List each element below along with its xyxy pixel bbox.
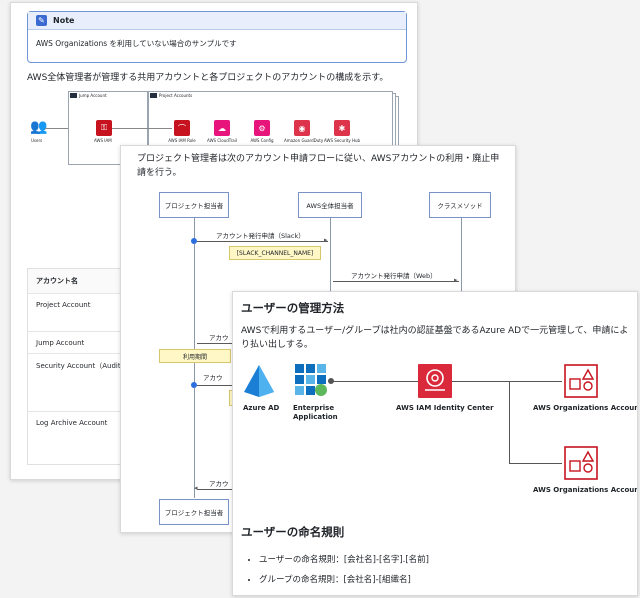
document-panel-users: ユーザーの管理方法 AWSで利用するユーザー/グループは社内の認証基盤であるAz…: [232, 291, 638, 596]
message-arrow: [197, 489, 237, 490]
actor-classmethod: クラスメソッド: [429, 192, 491, 218]
actor-project: プロジェクト担当者: [159, 192, 229, 218]
activation-dot: [191, 382, 197, 388]
activation-dot: [191, 238, 197, 244]
message-arrow: [197, 241, 328, 242]
list-item: ユーザーの命名規則：[会社名]-[名字].[名前]: [259, 550, 429, 570]
organizations-account-icon: [564, 364, 598, 398]
service-label: AWS IAM Role: [168, 138, 196, 143]
azure-ad-icon: [244, 365, 274, 397]
lifeline-classmethod: [461, 218, 462, 298]
table-row: Log Archive Account: [36, 419, 108, 427]
iam-icon: ⚿: [96, 120, 112, 136]
connector-line: [509, 463, 562, 464]
iam-identity-center-label: AWS IAM Identity Center: [396, 404, 494, 412]
aws-account-icon: [150, 93, 157, 98]
section-heading: ユーザーの管理方法: [241, 301, 345, 315]
project-accounts-label: Project Accounts: [159, 93, 193, 98]
service-label: AWS CloudTrail: [207, 138, 237, 143]
actor-project-bottom: プロジェクト担当者: [159, 499, 229, 525]
flow-intro: プロジェクト管理者は次のアカウント申請フローに従い、AWSアカウントの利用・廃止…: [137, 154, 500, 178]
cloudtrail-icon: ☁: [214, 120, 230, 136]
pencil-icon: ✎: [36, 15, 47, 26]
actor-aws-admin: AWS全体担当者: [298, 192, 362, 218]
section-heading: ユーザーの命名規則: [241, 525, 345, 539]
role-icon: ⌒: [174, 120, 190, 136]
arrow-head-icon: ▸: [324, 236, 328, 244]
azure-ad-label: Azure AD: [243, 404, 280, 412]
jump-account-label: Jump Account: [79, 93, 107, 98]
note-title: Note: [53, 16, 75, 25]
lifeline-aws-admin: [330, 218, 331, 298]
organizations-account-icon: [564, 446, 598, 480]
connector-dot: [328, 378, 334, 384]
connector-line: [452, 381, 562, 382]
connector-line: [509, 381, 510, 463]
iam-label: AWS IAM: [94, 138, 112, 143]
message-arrow: [197, 343, 237, 344]
iam-identity-center-icon: [418, 364, 452, 398]
service-label: Amazon GuardDuty: [284, 138, 324, 143]
note-header: ✎ Note: [28, 12, 406, 30]
config-icon: ⚙: [254, 120, 270, 136]
arrow-head-icon: ▸: [454, 276, 458, 284]
message-label: アカウント発行申請（Slack）: [216, 232, 305, 240]
enterprise-application-label: Enterprise Application: [293, 404, 338, 421]
users-label: Users: [31, 138, 43, 143]
enterprise-application-icon: [295, 364, 327, 396]
service-label: AWS Config: [250, 138, 274, 143]
message-label: アカウ: [209, 480, 229, 488]
aws-account-icon: [70, 93, 77, 98]
service-label: AWS Security Hub: [324, 138, 361, 143]
users-icon: 👥: [30, 119, 48, 135]
table-row: Project Account: [28, 294, 146, 332]
list-item: グループの命名規則：[会社名]-[組織名]: [259, 570, 429, 590]
message-label: アカウント発行申請（Web）: [351, 272, 437, 280]
iam-connector: [112, 128, 172, 129]
message-arrow: [333, 281, 459, 282]
securityhub-icon: ✱: [334, 120, 350, 136]
note-text: AWS Organizations を利用していない場合のサンプルです: [36, 39, 237, 48]
slack-channel-note: [SLACK_CHANNEL_NAME]: [229, 246, 321, 260]
accounts-intro: AWS全体管理者が管理する共用アカウントと各プロジェクトのアカウントの構成を示す…: [27, 73, 389, 83]
naming-rules-list: ユーザーの命名規則：[会社名]-[名字].[名前] グループの命名規則：[会社名…: [259, 550, 429, 590]
table-row: Security Account（Audit Ac: [28, 354, 146, 412]
period-note: 利用期間: [159, 349, 231, 363]
arrow-head-icon: ◂: [194, 484, 198, 492]
table-row: Jump Account: [28, 332, 146, 354]
connector-line: [330, 381, 418, 382]
user-management-paragraph: AWSで利用するユーザー/グループは社内の認証基盤であるAzure ADで一元管…: [241, 326, 629, 350]
note-callout: ✎ Note AWS Organizations を利用していない場合のサンプル…: [27, 11, 407, 63]
organizations-account-label: AWS Organizations Account: [533, 404, 638, 412]
guardduty-icon: ◉: [294, 120, 310, 136]
message-label: アカウ: [209, 334, 229, 342]
identity-diagram: Azure AD Enterprise Application AWS IAM …: [233, 292, 638, 512]
message-label: アカウ: [203, 374, 223, 382]
message-arrow: [197, 385, 237, 386]
organizations-account-label: AWS Organizations Account: [533, 486, 638, 494]
